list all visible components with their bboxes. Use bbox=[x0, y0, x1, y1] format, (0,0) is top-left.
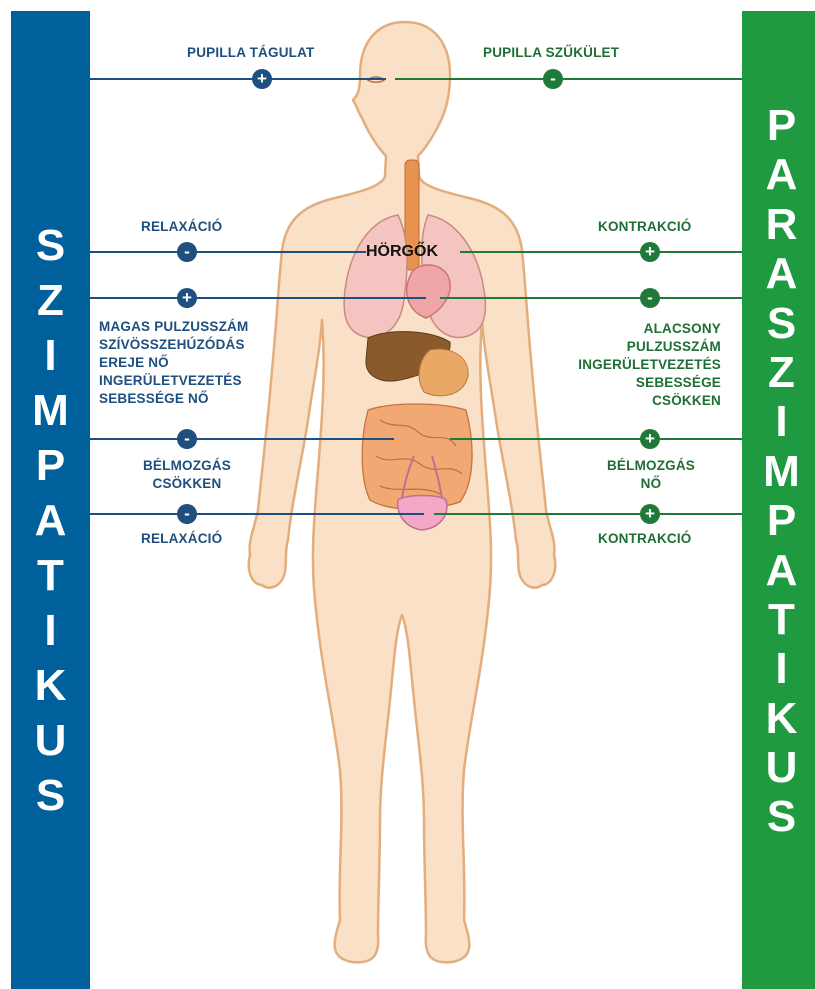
bronchi-line-right bbox=[460, 251, 742, 253]
intestine-sympathetic-line: BÉLMOZGÁS bbox=[128, 457, 246, 475]
heart-sympathetic-text: MAGAS PULZUSSZÁM SZÍVÖSSZEHÚZÓDÁS EREJE … bbox=[99, 318, 248, 408]
heart-parasympathetic-text: ALACSONY PULZUSSZÁM INGERÜLETVEZETÉS SEB… bbox=[578, 320, 721, 410]
pupil-parasympathetic-label: PUPILLA SZŰKÜLET bbox=[483, 44, 619, 62]
intestines bbox=[362, 404, 472, 509]
intestine-parasympathetic-text: BÉLMOZGÁS NŐ bbox=[590, 457, 712, 493]
pupil-parasympathetic-badge: - bbox=[543, 69, 563, 89]
pupil-line-left bbox=[90, 78, 386, 80]
bronchi-parasympathetic-badge: + bbox=[640, 242, 660, 262]
intestine-parasympathetic-line: BÉLMOZGÁS bbox=[590, 457, 712, 475]
pupil-line-right bbox=[395, 78, 742, 80]
bronchi-line-left bbox=[90, 251, 366, 253]
heart-parasympathetic-line: ALACSONY bbox=[578, 320, 721, 338]
intestine-sympathetic-text: BÉLMOZGÁS CSÖKKEN bbox=[128, 457, 246, 493]
bronchi-label: HÖRGŐK bbox=[366, 243, 438, 261]
heart-sympathetic-badge: + bbox=[177, 288, 197, 308]
intestine-sympathetic-line: CSÖKKEN bbox=[128, 475, 246, 493]
heart-parasympathetic-line: INGERÜLETVEZETÉS bbox=[578, 356, 721, 374]
bladder-parasympathetic-badge: + bbox=[640, 504, 660, 524]
intestine-parasympathetic-badge: + bbox=[640, 429, 660, 449]
heart-sympathetic-line: MAGAS PULZUSSZÁM bbox=[99, 318, 248, 336]
heart-sympathetic-line: INGERÜLETVEZETÉS bbox=[99, 372, 248, 390]
bronchi-parasympathetic-label: KONTRAKCIÓ bbox=[598, 218, 692, 236]
heart-parasympathetic-line: PULZUSSZÁM bbox=[578, 338, 721, 356]
pupil-sympathetic-badge: + bbox=[252, 69, 272, 89]
bronchi-sympathetic-badge: - bbox=[177, 242, 197, 262]
intestine-parasympathetic-line: NŐ bbox=[590, 475, 712, 493]
heart-sympathetic-line: SZÍVÖSSZEHÚZÓDÁS bbox=[99, 336, 248, 354]
heart-line-left bbox=[90, 297, 426, 299]
bladder-sympathetic-label: RELAXÁCIÓ bbox=[141, 530, 222, 548]
bladder-parasympathetic-label: KONTRAKCIÓ bbox=[598, 530, 692, 548]
bladder-line-left bbox=[90, 513, 424, 515]
bladder-sympathetic-badge: - bbox=[177, 504, 197, 524]
pupil-sympathetic-label: PUPILLA TÁGULAT bbox=[187, 44, 315, 62]
heart-sympathetic-line: EREJE NŐ bbox=[99, 354, 248, 372]
heart-parasympathetic-line: SEBESSÉGE bbox=[578, 374, 721, 392]
bronchi-sympathetic-label: RELAXÁCIÓ bbox=[141, 218, 222, 236]
heart-sympathetic-line: SEBESSÉGE NŐ bbox=[99, 390, 248, 408]
intestine-sympathetic-badge: - bbox=[177, 429, 197, 449]
intestine-line-right bbox=[450, 438, 742, 440]
heart-parasympathetic-badge: - bbox=[640, 288, 660, 308]
intestine-line-left bbox=[90, 438, 394, 440]
heart-parasympathetic-line: CSÖKKEN bbox=[578, 392, 721, 410]
bladder-line-right bbox=[434, 513, 742, 515]
heart-line-right bbox=[440, 297, 742, 299]
